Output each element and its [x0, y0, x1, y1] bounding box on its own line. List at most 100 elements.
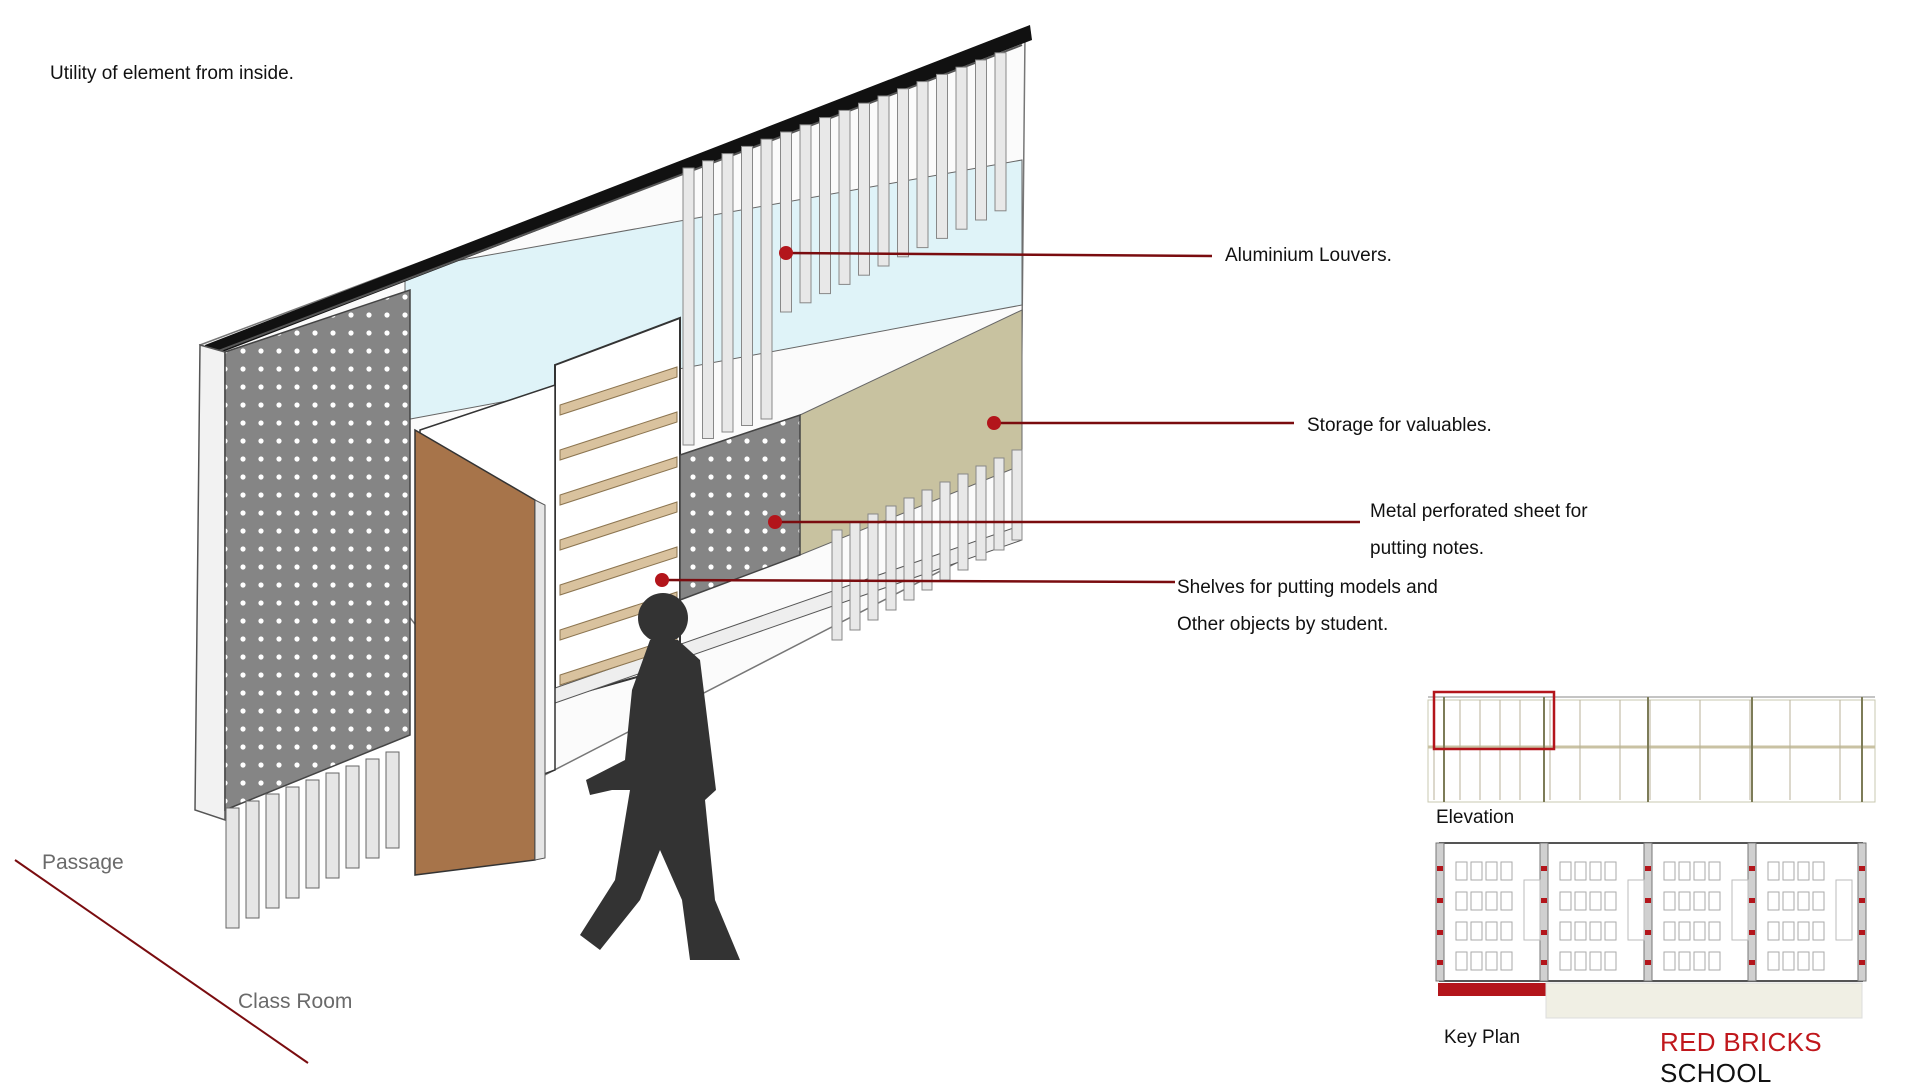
- key-plan-desk: [1812, 921, 1825, 941]
- key-plan-marker: [1437, 898, 1443, 903]
- left-perforated-panel: [224, 288, 411, 812]
- louver-slat: [885, 505, 897, 611]
- louver-slat: [993, 457, 1005, 551]
- louver-slat: [939, 481, 951, 581]
- louver-slat: [921, 489, 933, 591]
- louver-slat: [877, 95, 890, 267]
- key-plan-desk: [1559, 891, 1572, 911]
- key-plan-diagram: [1435, 842, 1867, 1019]
- brand-part-black: SCHOOL: [1660, 1058, 1772, 1088]
- key-plan-desk: [1574, 951, 1587, 971]
- callout-sheet-line2: putting notes.: [1370, 538, 1485, 559]
- page-title: Utility of element from inside.: [50, 63, 294, 84]
- key-plan-desk: [1678, 891, 1691, 911]
- key-plan-desk: [1485, 951, 1498, 971]
- louver-slat: [858, 102, 870, 276]
- louver-slat: [702, 160, 714, 440]
- key-plan-desk: [1604, 921, 1617, 941]
- louvers-leader: [785, 251, 1213, 258]
- key-plan-desk: [1678, 861, 1691, 881]
- louver-slat: [285, 786, 300, 899]
- louver-slat: [780, 131, 792, 313]
- key-plan-partition: [1435, 842, 1445, 982]
- louver-slat: [849, 521, 861, 631]
- key-plan-desk: [1797, 951, 1810, 971]
- key-plan-desk: [1782, 891, 1795, 911]
- key-plan-marker: [1541, 898, 1547, 903]
- key-plan-desk: [1589, 891, 1602, 911]
- key-plan-desk: [1812, 891, 1825, 911]
- key-plan-desk: [1589, 951, 1602, 971]
- person-silhouette: [580, 593, 740, 960]
- key-plan-marker: [1437, 866, 1443, 871]
- key-plan-desk: [1812, 861, 1825, 881]
- brand-part-red: RED BRICKS: [1660, 1027, 1822, 1057]
- louver-slat: [385, 751, 400, 849]
- louver-slat: [903, 497, 915, 601]
- shelf-board: [559, 456, 678, 506]
- louver-slat: [936, 73, 948, 239]
- louver-slat: [975, 465, 987, 561]
- louver-slat: [955, 66, 968, 230]
- key-plan-desk: [1455, 891, 1468, 911]
- key-plan-desk: [1455, 951, 1468, 971]
- key-plan-desk: [1604, 861, 1617, 881]
- callout-storage: Storage for valuables.: [1307, 415, 1492, 436]
- shelves-dot: [655, 573, 669, 587]
- louver-slat: [305, 779, 320, 889]
- louver-slat: [225, 807, 240, 929]
- zone-passage: Passage: [42, 851, 124, 874]
- louver-slat: [838, 109, 851, 285]
- top-beam: [205, 25, 1032, 358]
- brand-logo: RED BRICKS SCHOOL: [1660, 1027, 1920, 1089]
- louver-slat: [760, 138, 773, 420]
- key-plan-partition: [1857, 842, 1867, 982]
- zone-classroom: Class Room: [238, 990, 353, 1013]
- key-plan-desk: [1604, 891, 1617, 911]
- callout-shelves-line1: Shelves for putting models and: [1177, 577, 1438, 598]
- shelf-board: [559, 546, 678, 596]
- left-edge-panel: [194, 344, 226, 822]
- louver-slat: [975, 59, 987, 221]
- key-plan-desk: [1604, 951, 1617, 971]
- louver-slat: [721, 153, 734, 433]
- key-plan-highlight: [1438, 983, 1546, 996]
- key-plan-marker: [1541, 960, 1547, 965]
- key-plan-marker: [1859, 898, 1865, 903]
- key-plan-marker: [1437, 960, 1443, 965]
- key-plan-desk: [1455, 861, 1468, 881]
- key-plan-desk: [1559, 921, 1572, 941]
- louvers-dot: [779, 246, 793, 260]
- key-plan-marker: [1437, 930, 1443, 935]
- middle-perforated-panel: [679, 413, 801, 602]
- key-plan-desk: [1485, 861, 1498, 881]
- louvers-lower-right: [831, 449, 1023, 641]
- elevation-diagram: [1427, 690, 1876, 803]
- key-plan-desk: [1500, 861, 1513, 881]
- key-plan-desk: [1500, 921, 1513, 941]
- key-plan-table: [1835, 879, 1853, 941]
- key-plan-desk: [1663, 861, 1676, 881]
- louver-slat: [245, 800, 260, 919]
- callout-louvers: Aluminium Louvers.: [1225, 245, 1392, 266]
- key-plan-desk: [1470, 891, 1483, 911]
- callout-lines: [661, 251, 1360, 584]
- callout-dots: [655, 246, 1001, 587]
- shelf-board: [559, 501, 678, 551]
- shelf-board: [559, 411, 678, 461]
- key-plan-desk: [1708, 951, 1721, 971]
- key-plan-desk: [1470, 921, 1483, 941]
- key-plan-desk: [1693, 921, 1706, 941]
- key-plan-marker: [1859, 960, 1865, 965]
- key-plan-desk: [1797, 891, 1810, 911]
- elevation-highlight-box: [1432, 690, 1556, 751]
- louver-slat: [365, 758, 380, 859]
- key-plan-marker: [1859, 866, 1865, 871]
- door: [414, 428, 536, 876]
- sheet-dot: [768, 515, 782, 529]
- key-plan-marker: [1645, 898, 1651, 903]
- key-plan-desk: [1812, 951, 1825, 971]
- louver-slat: [325, 772, 340, 879]
- passage-classroom-divider: [14, 859, 309, 1064]
- key-plan-marker: [1749, 866, 1755, 871]
